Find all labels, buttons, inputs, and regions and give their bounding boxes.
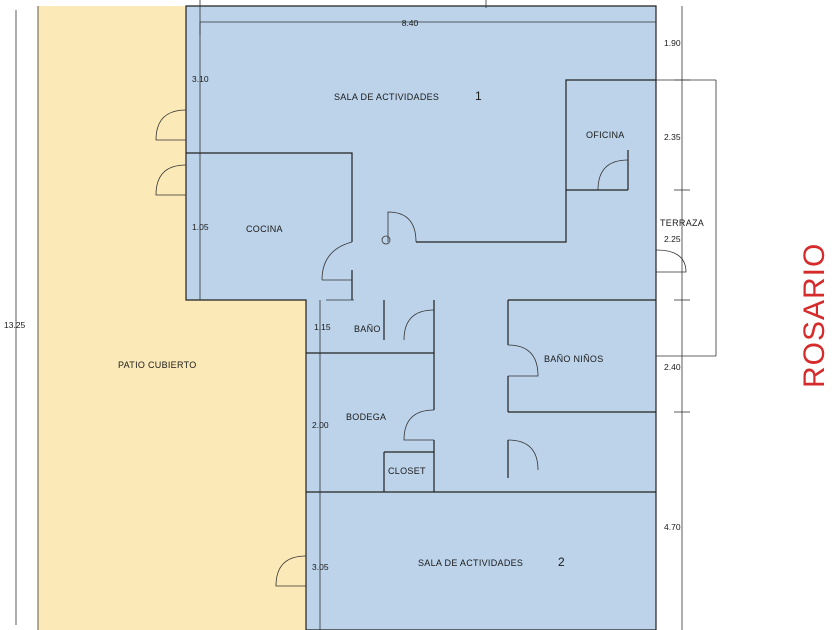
room-sala1-number: 1: [475, 89, 482, 103]
dim-cocina: 1.05: [192, 222, 209, 232]
dim-total-height: 13.25: [4, 320, 26, 330]
room-closet: CLOSET: [388, 466, 426, 476]
room-terraza: TERRAZA: [660, 218, 704, 228]
room-bano: BAÑO: [354, 324, 381, 334]
dim-r2: 2.35: [664, 132, 681, 142]
dim-bano: 1.15: [314, 322, 331, 332]
room-oficina: OFICINA: [586, 130, 625, 140]
dim-bodega: 2.00: [312, 420, 329, 430]
room-sala2-number: 2: [558, 555, 565, 569]
dim-r1: 1.90: [664, 38, 681, 48]
room-sala2: SALA DE ACTIVIDADES: [418, 558, 523, 568]
dim-sala2: 3.05: [312, 562, 329, 572]
room-bodega: BODEGA: [346, 412, 386, 422]
building-area: [185, 5, 657, 630]
room-sala1: SALA DE ACTIVIDADES: [334, 92, 439, 102]
dim-r4: 2.40: [664, 362, 681, 372]
room-patio: PATIO CUBIERTO: [118, 360, 197, 370]
room-bano-ninos: BAÑO NIÑOS: [544, 354, 604, 364]
dim-sala1: 3.10: [192, 74, 209, 84]
dim-r3: 2.25: [664, 234, 681, 244]
room-cocina: COCINA: [246, 224, 283, 234]
dim-r5: 4.70: [664, 522, 681, 532]
dim-width-top: 8.40: [402, 18, 419, 28]
street-label: ROSARIO: [798, 243, 831, 388]
